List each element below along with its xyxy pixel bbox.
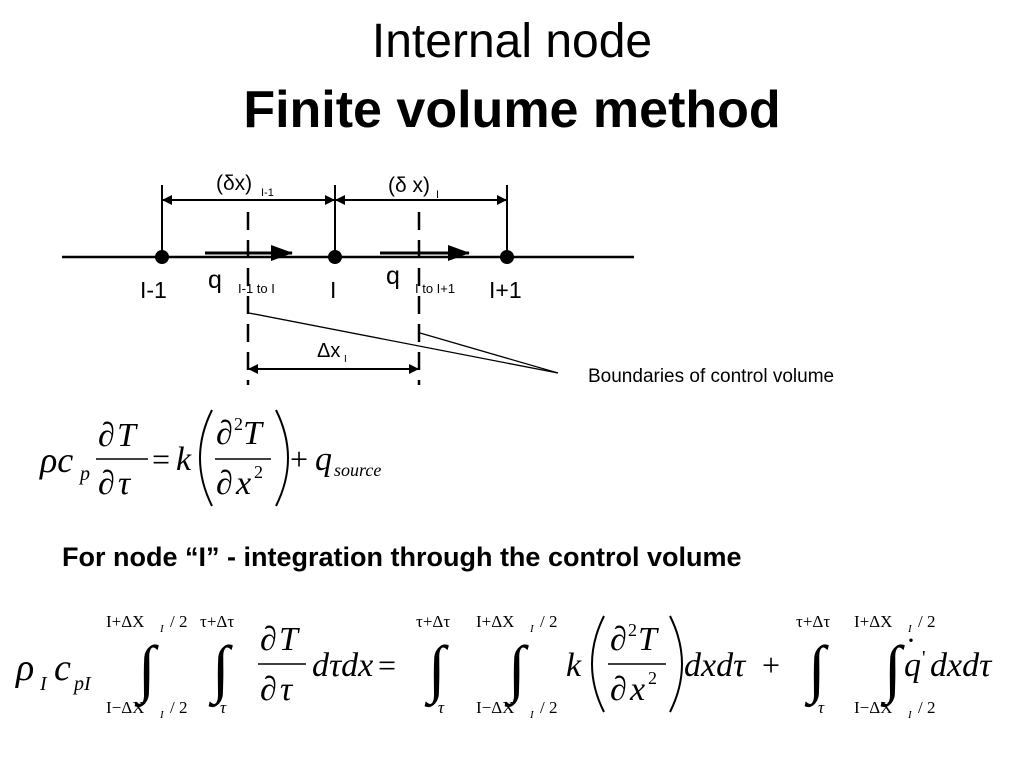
- eq2-int4-lower-tail: / 2: [540, 698, 557, 717]
- flux-right-label: q: [386, 262, 400, 290]
- eq2-int2-lower: τ: [220, 698, 227, 717]
- eq1-partial2-top: ∂: [216, 415, 233, 452]
- eq2-int1-lower-tail: / 2: [170, 698, 187, 717]
- eq2-int4-upper-tail: / 2: [540, 612, 557, 631]
- eq2-partial2-bot: ∂: [610, 671, 627, 708]
- eq2-int1-upper-sub: I: [159, 623, 165, 635]
- eq2-int6-lower-tail: / 2: [918, 698, 935, 717]
- boundary-label: Boundaries of control volume: [588, 366, 834, 387]
- eq2-int2-upper: τ+Δτ: [200, 612, 234, 631]
- eq2-int4-sign: ∫: [504, 633, 529, 708]
- node-dot-left: [155, 250, 169, 264]
- eq1-q: q: [315, 441, 332, 478]
- eq2-int4-lower-sub: I: [529, 709, 535, 721]
- eq1-exp2-top: 2: [234, 414, 243, 434]
- leader-line-right: [419, 332, 559, 374]
- eq2-partial-bot: ∂: [260, 671, 277, 708]
- integration-heading: For node “I” - integration through the c…: [62, 542, 742, 572]
- eq2-exp2-top: 2: [628, 620, 637, 640]
- equation-integrated: ρ I c pI I+ΔX I / 2 ∫ I−ΔX I / 2 τ+Δτ ∫ …: [15, 612, 993, 721]
- eq2-rho-sub: I: [39, 673, 48, 695]
- eq2-paren-right: [669, 615, 683, 713]
- eq1-q-sub: source: [334, 460, 381, 480]
- eq2-int4-upper: I+ΔX: [476, 612, 514, 631]
- eq1-equals: =: [152, 441, 170, 477]
- spacing-left-label: (δx): [216, 172, 252, 195]
- eq1-x-bot: x: [235, 465, 251, 502]
- eq2-qdot: q: [904, 647, 921, 684]
- eq1-paren-left: [199, 409, 213, 507]
- eq1-tau-bot: τ: [118, 465, 132, 502]
- eq2-int5-upper: τ+Δτ: [796, 612, 830, 631]
- eq2-T-top: T: [279, 621, 300, 658]
- page-subtitle: Finite volume method: [243, 81, 781, 139]
- eq2-int6-upper-sub: I: [907, 623, 913, 635]
- eq2-c-sub: pI: [72, 673, 92, 695]
- eq2-int1-lower-sub: I: [159, 709, 165, 721]
- eq2-int3-lower: τ: [438, 698, 445, 717]
- eq2-c: c: [54, 647, 71, 689]
- eq2-int6-upper-tail: / 2: [918, 612, 935, 631]
- eq2-int1-sign: ∫: [134, 633, 159, 708]
- eq1-partial-top: ∂: [98, 417, 115, 454]
- eq2-dtaudx: dτdx: [312, 647, 373, 684]
- node-label-right: I+1: [489, 277, 522, 303]
- eq2-qdot-prime: ': [922, 647, 926, 669]
- flux-left-label: q: [208, 266, 222, 294]
- eq2-int6-lower-sub: I: [907, 709, 913, 721]
- node-dot-right: [500, 250, 514, 264]
- eq2-int5-sign: ∫: [804, 633, 829, 708]
- spacing-right-label: (δ x): [388, 174, 430, 197]
- spacing-left-sub: I-1: [261, 187, 274, 199]
- eq1-p-sub: p: [78, 463, 90, 485]
- eq2-int1-lower: I−ΔX: [106, 698, 144, 717]
- node-label-center: I: [330, 277, 336, 303]
- eq2-dxdtau-2: dxdτ: [930, 647, 993, 684]
- equation-heat: ρc p ∂ T ∂ τ = k ∂ 2 T ∂ x 2 + q source: [39, 409, 381, 507]
- page-title: Internal node: [371, 15, 653, 68]
- eq1-plus: +: [290, 441, 308, 477]
- eq2-qdot-mark: ·: [906, 624, 916, 657]
- eq2-int4-lower: I−ΔX: [476, 698, 514, 717]
- eq1-k: k: [176, 441, 192, 478]
- eq2-paren-left: [591, 615, 605, 713]
- eq2-int3-upper: τ+Δτ: [416, 612, 450, 631]
- eq2-int3-sign: ∫: [424, 633, 449, 708]
- eq2-rho: ρ: [15, 647, 34, 689]
- eq2-tau-bot: τ: [280, 671, 294, 708]
- eq2-x-bot: x: [629, 671, 645, 708]
- eq2-k: k: [566, 647, 582, 684]
- eq2-dxdtau: dxdτ: [684, 647, 747, 684]
- eq1-T2-top: T: [243, 415, 264, 452]
- eq2-plus: +: [762, 647, 780, 683]
- eq1-partial-bot: ∂: [98, 465, 115, 502]
- eq1-paren-right: [275, 409, 289, 507]
- eq2-int5-lower: τ: [818, 698, 825, 717]
- eq2-int6-lower: I−ΔX: [854, 698, 892, 717]
- eq1-exp2-bot: 2: [254, 462, 263, 482]
- cv-width-label: Δx: [317, 340, 340, 362]
- cv-width-sub: I: [344, 354, 347, 365]
- node-dot-center: [328, 250, 342, 264]
- eq1-T-top: T: [117, 417, 138, 454]
- eq2-int1-upper: I+ΔX: [106, 612, 144, 631]
- eq2-int2-sign: ∫: [208, 633, 233, 708]
- eq2-int4-upper-sub: I: [529, 623, 535, 635]
- flux-right-sub: I to I+1: [415, 281, 455, 296]
- eq2-int1-upper-tail: / 2: [170, 612, 187, 631]
- eq1-rho-c: ρc: [39, 440, 73, 480]
- spacing-right-sub: I: [436, 189, 439, 201]
- eq2-equals: =: [378, 647, 396, 683]
- eq2-partial-top: ∂: [260, 621, 277, 658]
- leader-line-left: [248, 312, 559, 374]
- eq2-int6-sign: ∫: [880, 633, 905, 708]
- node-label-left: I-1: [140, 277, 167, 303]
- eq2-partial2-top: ∂: [610, 621, 627, 658]
- eq1-partial2-bot: ∂: [216, 465, 233, 502]
- flux-left-sub: I-1 to I: [238, 281, 275, 296]
- eq2-T2-top: T: [638, 621, 659, 658]
- eq2-exp2-bot: 2: [648, 668, 657, 688]
- eq2-int6-upper: I+ΔX: [854, 612, 892, 631]
